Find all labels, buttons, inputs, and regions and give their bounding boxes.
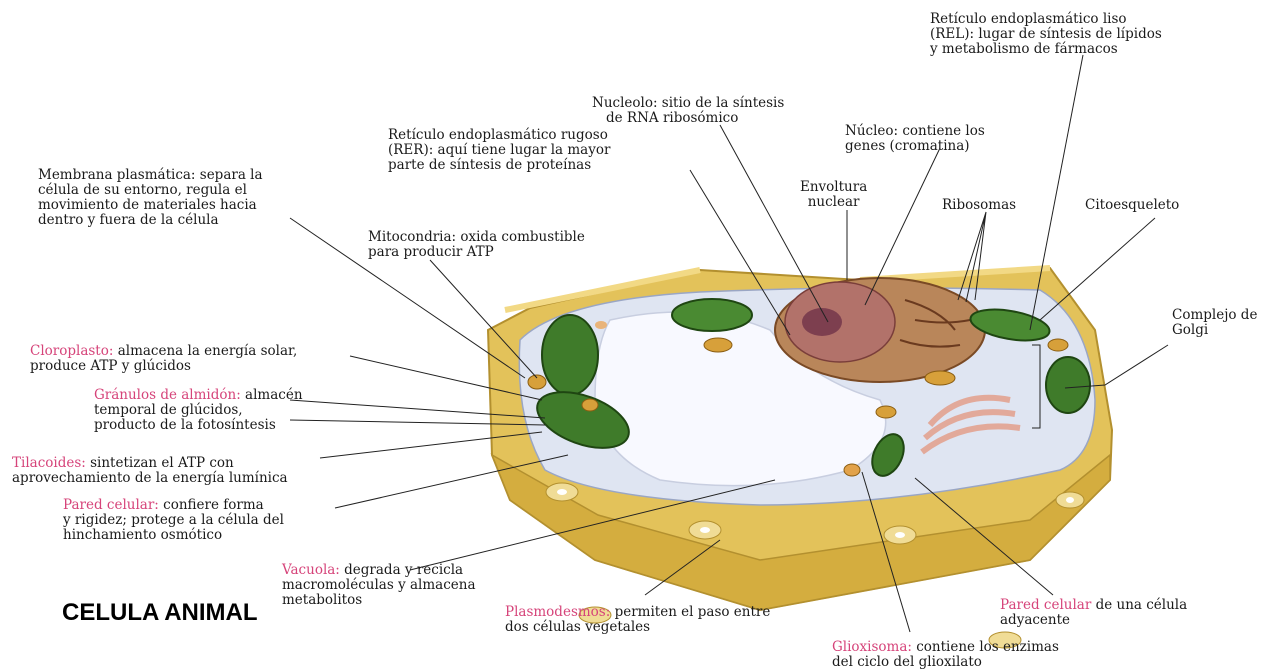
label-cloroplasto: Cloroplasto: almacena la energía solar, … [30, 344, 297, 374]
label-pared-celular: Pared celular: confiere forma y rigidez;… [63, 498, 284, 543]
label-pared-adyacente: Pared celular de una célula adyacente [1000, 598, 1187, 628]
label-citoesqueleto: Citoesqueleto [1085, 198, 1179, 213]
label-granulos: Gránulos de almidón: almacén temporal de… [94, 388, 303, 433]
label-vacuola: Vacuola: degrada y recicla macromolécula… [282, 563, 476, 608]
label-tilacoides: Tilacoides: sintetizan el ATP con aprove… [12, 456, 288, 486]
label-ribosomas: Ribosomas [942, 198, 1016, 213]
label-rel: Retículo endoplasmático liso(REL): lugar… [930, 12, 1162, 57]
diagram-title: CELULA ANIMAL [62, 599, 258, 627]
nucleus [775, 278, 985, 382]
granule [595, 321, 607, 329]
label-rer: Retículo endoplasmático rugoso(RER): aqu… [388, 128, 610, 173]
label-glioxisoma: Glioxisoma: contiene los enzimas del cic… [832, 640, 1059, 670]
glyoxysome [844, 464, 860, 476]
label-plasmodesmos: Plasmodesmos: permiten el paso entre dos… [505, 605, 770, 635]
